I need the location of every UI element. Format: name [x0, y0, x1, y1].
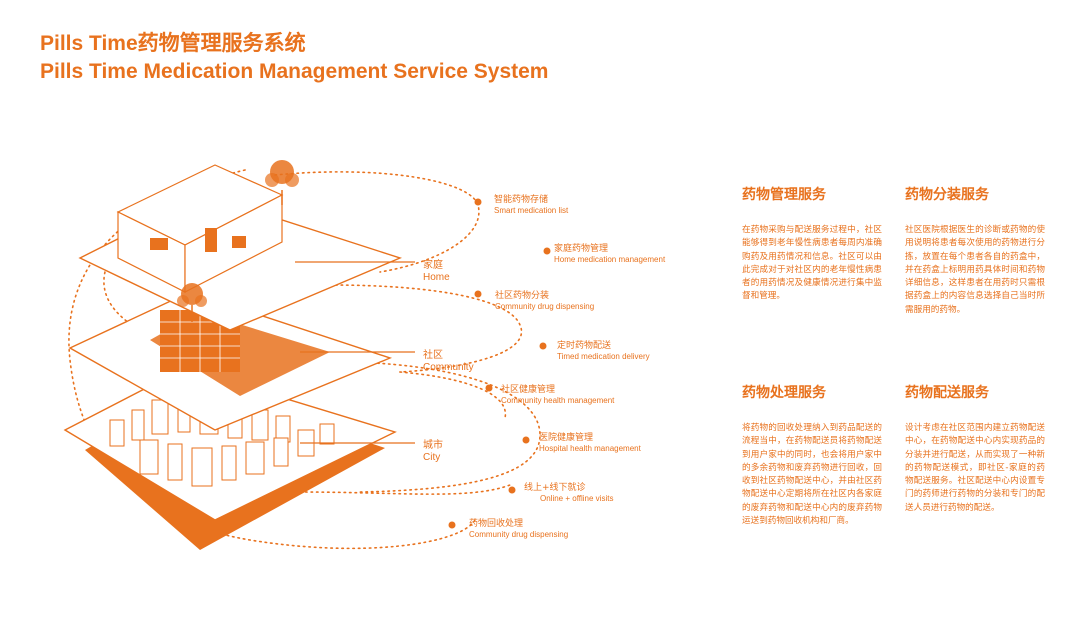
- node-label-en: Home medication management: [554, 255, 666, 264]
- service-dispensing: 药物分装服务 社区医院根据医生的诊断或药物的使用说明将患者每次使用的药物进行分拣…: [905, 184, 1045, 317]
- city-block: [131, 409, 145, 441]
- city-block: [245, 441, 265, 475]
- service-body: 在药物采购与配送服务过程中，社区能够得到老年慢性病患者每周内准确购药及用药情况和…: [742, 225, 882, 302]
- community-layer: [68, 291, 393, 431]
- node-label-zh: 医院健康管理: [539, 431, 593, 443]
- page-title: Pills Time药物管理服务系统 Pills Time Medication…: [40, 30, 548, 86]
- node-label-zh: 社区健康管理: [501, 383, 555, 395]
- loop-city: [349, 361, 541, 493]
- layer-label-home-zh: 家庭: [423, 258, 443, 271]
- node-label-en: Smart medication list: [494, 206, 569, 215]
- node-dot: [508, 486, 516, 494]
- loop-community: [329, 284, 523, 373]
- city-block: [167, 443, 183, 481]
- city-block: [221, 445, 237, 481]
- layer-label-city-zh: 城市: [423, 438, 443, 451]
- service-body: 将药物的回收处理纳入到药品配送的流程当中，在药物配送员将药物配送到用户家中的同时…: [742, 423, 882, 527]
- service-delivery: 药物配送服务 设计考虑在社区范围内建立药物配送中心，在药物配送中心内实现药品的分…: [905, 382, 1045, 515]
- layer-label-home-en: Home: [423, 272, 450, 283]
- service-disposal: 药物处理服务 将药物的回收处理纳入到药品配送的流程当中，在药物配送员将药物配送到…: [742, 382, 882, 528]
- node-label-zh: 智能药物存储: [494, 193, 548, 205]
- layer-label-city-en: City: [423, 452, 440, 463]
- home-window: [150, 238, 168, 250]
- city-block: [109, 419, 125, 447]
- service-body: 社区医院根据医生的诊断或药物的使用说明将患者每次使用的药物进行分拣，放置在每个患…: [905, 225, 1045, 315]
- title-zh: Pills Time药物管理服务系统: [40, 32, 306, 55]
- loop-home: [274, 171, 480, 273]
- layer-label-community-zh: 社区: [423, 348, 443, 361]
- node-label-en: Community health management: [501, 396, 615, 405]
- home-window: [232, 236, 246, 248]
- service-title: 药物处理服务: [742, 385, 826, 401]
- node-dot: [474, 290, 482, 298]
- service-body: 设计考虑在社区范围内建立药物配送中心，在药物配送中心内实现药品的分装并进行配送，…: [905, 423, 1045, 513]
- node-label-zh: 社区药物分装: [495, 289, 549, 301]
- home-interior: [150, 228, 246, 252]
- node-label-zh: 线上+线下就诊: [524, 481, 586, 493]
- node-dot: [539, 342, 547, 350]
- city-block: [273, 437, 289, 467]
- loop-community-2: [399, 371, 507, 419]
- flow-loops: [68, 169, 541, 550]
- service-title: 药物管理服务: [742, 187, 826, 203]
- layer-label-community-en: Community: [423, 362, 474, 373]
- city-block: [319, 423, 335, 445]
- city-block: [151, 399, 169, 435]
- flow-dots: [448, 198, 551, 529]
- node-label-en: Timed medication delivery: [557, 352, 650, 361]
- node-label-en: Community drug dispensing: [469, 530, 568, 539]
- node-label-zh: 药物回收处理: [469, 517, 523, 529]
- service-title: 药物分装服务: [905, 187, 989, 203]
- service-title: 药物配送服务: [905, 385, 989, 401]
- node-label-zh: 家庭药物管理: [554, 242, 608, 254]
- tree-icon: [177, 283, 207, 322]
- node-dot: [543, 247, 551, 255]
- node-dot: [474, 198, 482, 206]
- title-en: Pills Time Medication Management Service…: [40, 60, 549, 83]
- node-label-en: Online + offline visits: [540, 494, 613, 503]
- node-label-en: Hospital health management: [539, 444, 642, 453]
- tree-icon: [265, 160, 299, 205]
- home-layer: [78, 164, 403, 331]
- loop-outer: [68, 169, 476, 550]
- node-label-en: Community drug dispensing: [495, 302, 594, 311]
- node-dot: [522, 436, 530, 444]
- service-management: 药物管理服务 在药物采购与配送服务过程中，社区能够得到老年慢性病患者每周内准确购…: [742, 184, 882, 304]
- layer-leaders: [295, 261, 415, 444]
- home-window: [205, 228, 217, 252]
- node-dot: [448, 521, 456, 529]
- city-block: [139, 439, 159, 475]
- loop-bottom: [299, 484, 511, 495]
- city-block: [191, 447, 213, 487]
- node-label-zh: 定时药物配送: [557, 339, 611, 351]
- node-dot: [485, 384, 493, 392]
